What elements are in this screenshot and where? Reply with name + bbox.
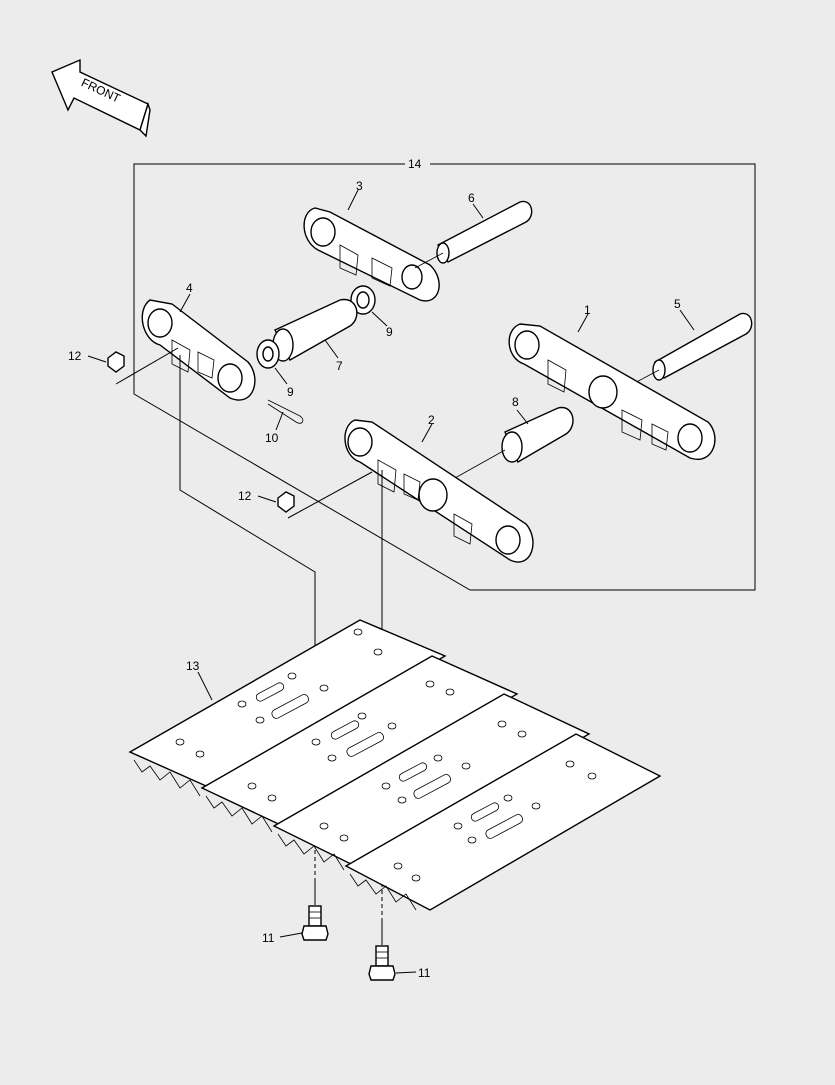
- link-2: 2: [344, 413, 534, 563]
- callout-11-right: 11: [418, 966, 431, 980]
- callout-6: 6: [468, 191, 475, 205]
- link-1: 1: [508, 303, 716, 461]
- seal-9-upper: 9: [350, 285, 393, 339]
- callout-3: 3: [356, 179, 363, 193]
- nut-12-upper: 12: [68, 347, 179, 385]
- callout-12-upper: 12: [68, 349, 82, 363]
- callout-8: 8: [512, 395, 519, 409]
- callout-14: 14: [408, 157, 422, 171]
- pin-5: 5: [613, 297, 753, 395]
- callout-4: 4: [186, 281, 193, 295]
- callout-2: 2: [428, 413, 435, 427]
- bushing-7: 7: [272, 298, 358, 373]
- callout-7: 7: [336, 359, 343, 373]
- front-arrow: FRONT: [51, 58, 151, 138]
- callout-13: 13: [186, 659, 200, 673]
- callout-1: 1: [584, 303, 591, 317]
- bolt-11-left: 11: [262, 905, 329, 945]
- link-4: 4: [141, 281, 256, 401]
- callout-12-lower: 12: [238, 489, 252, 503]
- seal-9-lower: 9: [256, 339, 294, 399]
- link-3: 3: [303, 179, 440, 302]
- pin-6: 6: [414, 191, 533, 269]
- assembly-14-bracket: 14: [133, 157, 756, 591]
- track-shoes-13: 13: [128, 619, 662, 911]
- callout-11-left: 11: [262, 931, 275, 945]
- callout-9-upper: 9: [386, 325, 393, 339]
- cotter-pin-10: 10: [265, 399, 304, 445]
- callout-10: 10: [265, 431, 279, 445]
- callout-9-lower: 9: [287, 385, 294, 399]
- bushing-8: 8: [454, 395, 574, 479]
- nut-12-lower: 12: [238, 471, 373, 519]
- callout-5: 5: [674, 297, 681, 311]
- bolt-11-right: 11: [368, 945, 431, 981]
